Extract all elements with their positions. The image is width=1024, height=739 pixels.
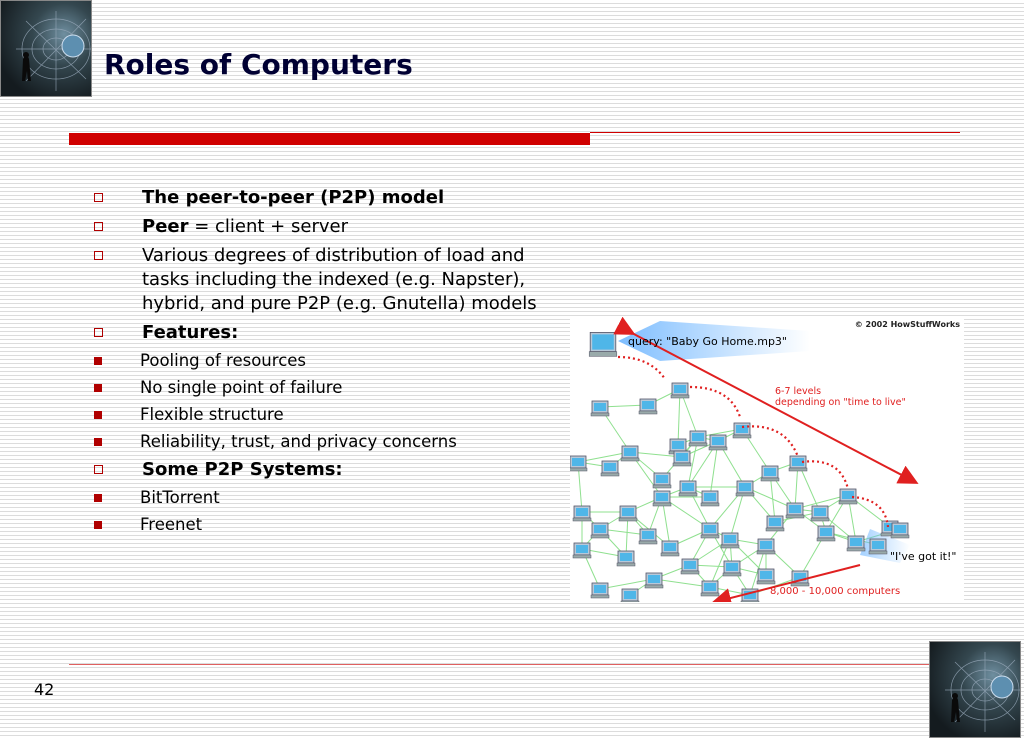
- computer-node-icon: [688, 430, 708, 447]
- computer-node-icon: [618, 505, 638, 522]
- computer-node-icon: [785, 502, 805, 519]
- feature-item: Flexible structure: [42, 404, 562, 426]
- computer-node-icon: [838, 488, 858, 505]
- computer-node-icon: [568, 455, 588, 472]
- bullet-features: Features:: [92, 321, 562, 345]
- hollow-square-bullet-icon: [94, 222, 103, 231]
- computer-node-icon: [722, 560, 742, 577]
- slide-title: Roles of Computers: [104, 48, 413, 81]
- hollow-square-bullet-icon: [94, 328, 103, 337]
- computer-node-icon: [708, 434, 728, 451]
- title-rule-thin: [590, 132, 960, 133]
- bullet-distribution: Various degrees of distribution of load …: [92, 244, 562, 316]
- computer-node-icon: [670, 382, 690, 399]
- computer-node-icon: [672, 450, 692, 467]
- computer-node-icon: [846, 535, 866, 552]
- logo-tile-top: [0, 0, 92, 97]
- system-item: BitTorrent: [42, 487, 562, 509]
- web-globe-icon: [16, 11, 91, 91]
- computer-node-icon: [700, 522, 720, 539]
- web-globe-icon: [945, 652, 1020, 732]
- computer-node-icon: [660, 540, 680, 557]
- levels-label-1: 6-7 levels: [775, 386, 821, 397]
- levels-arrow: [613, 316, 919, 484]
- computer-node-icon: [600, 460, 620, 477]
- computer-node-icon: [700, 490, 720, 507]
- computer-node-icon: [590, 522, 610, 539]
- computer-node-icon: [788, 455, 808, 472]
- filled-square-bullet-icon: [94, 357, 102, 365]
- computer-node-icon: [616, 550, 636, 567]
- levels-label-2: depending on "time to live": [775, 397, 906, 408]
- hollow-square-bullet-icon: [94, 465, 103, 474]
- computer-node-icon: [868, 538, 888, 555]
- bullet-list: The peer-to-peer (P2P) model Peer = clie…: [92, 186, 562, 541]
- got-it-label: "I've got it!": [890, 550, 956, 563]
- computers-label: 8,000 - 10,000 computers: [770, 586, 900, 597]
- p2p-diagram-svg: © 2002 HowStuffWorks query: "Baby Go Hom…: [568, 316, 960, 608]
- feature-item: Pooling of resources: [42, 350, 562, 372]
- hollow-square-bullet-icon: [94, 251, 103, 260]
- bullet-p2p-model: The peer-to-peer (P2P) model: [92, 186, 562, 210]
- computer-node-icon: [732, 422, 752, 439]
- computer-node-icon: [756, 538, 776, 555]
- feature-item: Reliability, trust, and privacy concerns: [42, 431, 470, 453]
- computer-node-icon: [572, 542, 592, 559]
- computer-node-icon: [644, 572, 664, 589]
- computer-node-icon: [760, 465, 780, 482]
- computer-node-icon: [652, 472, 672, 489]
- computer-node-icon: [890, 522, 910, 539]
- computer-node-icon: [620, 445, 640, 462]
- computer-node-icon: [735, 480, 755, 497]
- computer-node-icon: [590, 582, 610, 599]
- filled-square-bullet-icon: [94, 438, 102, 446]
- diagram-copyright: © 2002 HowStuffWorks: [855, 320, 960, 329]
- hollow-square-bullet-icon: [94, 193, 103, 202]
- computer-node-icon: [720, 532, 740, 549]
- filled-square-bullet-icon: [94, 521, 102, 529]
- filled-square-bullet-icon: [94, 384, 102, 392]
- page-number: 42: [34, 680, 55, 699]
- computer-node-icon: [810, 505, 830, 522]
- title-rule-thick: [69, 133, 590, 145]
- computer-node-icon: [652, 490, 672, 507]
- bullet-peer: Peer = client + server: [92, 215, 562, 239]
- computer-node-icon: [638, 398, 658, 415]
- computer-node-icon: [588, 331, 618, 357]
- feature-item: No single point of failure: [42, 377, 562, 399]
- computer-node-icon: [638, 528, 658, 545]
- bullet-systems: Some P2P Systems:: [92, 458, 562, 482]
- computer-node-icon: [680, 558, 700, 575]
- query-label: query: "Baby Go Home.mp3": [628, 335, 787, 348]
- computer-node-icon: [816, 525, 836, 542]
- system-item: Freenet: [42, 514, 562, 536]
- computer-node-icon: [590, 400, 610, 417]
- p2p-network-diagram: © 2002 HowStuffWorks query: "Baby Go Hom…: [568, 316, 964, 608]
- footer-rule: [69, 664, 929, 665]
- network-nodes: [568, 331, 910, 605]
- filled-square-bullet-icon: [94, 494, 102, 502]
- logo-tile-bottom: [929, 641, 1021, 738]
- computer-node-icon: [678, 480, 698, 497]
- computer-node-icon: [572, 505, 592, 522]
- computer-node-icon: [700, 580, 720, 597]
- computer-node-icon: [620, 588, 640, 605]
- computers-arrow: [711, 564, 861, 608]
- computer-node-icon: [765, 515, 785, 532]
- computer-node-icon: [756, 568, 776, 585]
- filled-square-bullet-icon: [94, 411, 102, 419]
